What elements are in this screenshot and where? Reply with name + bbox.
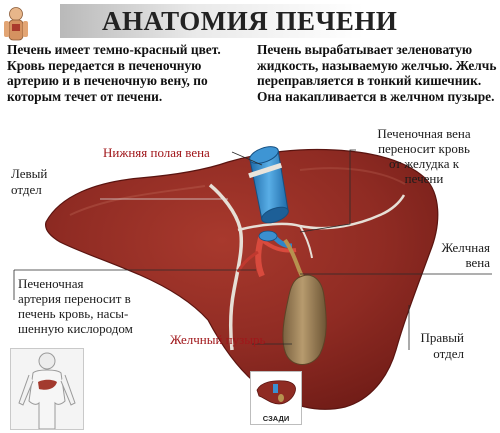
ligament-line xyxy=(208,183,244,351)
page-title: АНАТОМИЯ ПЕЧЕНИ xyxy=(102,6,398,36)
body-outline-icon xyxy=(18,352,76,429)
label-hepatic-vein-1: Печеночная вена xyxy=(377,126,471,141)
gallbladder-shape xyxy=(282,274,327,365)
label-bile-vein-2: вена xyxy=(465,255,490,270)
label-hepatic-artery-1: Печеночная xyxy=(18,276,84,291)
label-hepatic-vein-4: печени xyxy=(404,171,444,186)
vessel-bundle xyxy=(236,230,310,301)
back-view-label: СЗАДИ xyxy=(262,414,290,423)
liver-back-icon xyxy=(256,380,296,405)
label-hepatic-artery-4: шенную кислородом xyxy=(18,321,133,336)
description-right: Печень вырабатывает зеленоватую жидкость… xyxy=(257,42,497,104)
label-left-lobe-2: отдел xyxy=(11,182,42,197)
label-hepatic-artery-3: печень кровь, насы- xyxy=(18,306,129,321)
label-vena-cava: Нижняя полая вена xyxy=(103,145,210,160)
title-banner xyxy=(60,4,440,38)
label-right-lobe-1: Правый xyxy=(420,330,465,345)
label-hepatic-artery-2: артерия переносит в xyxy=(18,291,131,306)
label-left-lobe-1: Левый xyxy=(11,166,48,181)
label-bile-vein-1: Желчная xyxy=(441,240,491,255)
label-hepatic-vein-3: от желудка к xyxy=(388,156,460,171)
label-gallbladder: Желчный пузырь xyxy=(170,332,266,347)
inset-back-view: СЗАДИ xyxy=(250,371,302,425)
label-hepatic-vein-2: переносит кровь xyxy=(378,141,470,156)
vena-cava xyxy=(248,146,289,224)
liver-shape xyxy=(45,148,439,410)
description-left: Печень имеет темно-красный цвет. Кровь п… xyxy=(7,42,221,104)
inset-body-figure xyxy=(10,348,84,430)
label-right-lobe-2: отдел xyxy=(433,346,464,361)
